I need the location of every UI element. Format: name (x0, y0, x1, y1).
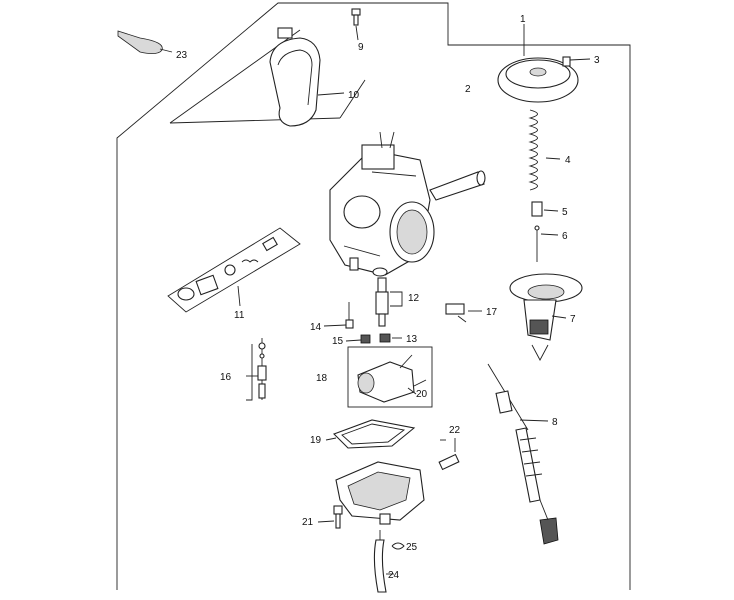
callout-11: 11 (234, 310, 245, 321)
callout-19: 19 (310, 435, 322, 446)
part-23-tag (117, 30, 173, 54)
callout-13: 13 (406, 334, 418, 345)
callout-23: 23 (176, 50, 188, 61)
part-21-screw (317, 505, 343, 529)
callout-10: 10 (348, 90, 360, 101)
part-25-hose-clip (391, 542, 405, 550)
part-16-pilot-screw-set (246, 338, 267, 401)
part-14-screw (323, 302, 354, 329)
part-15-nut (345, 334, 371, 344)
callout-24: 24 (388, 570, 400, 581)
part-1-vacuum-chamber-cover (497, 56, 591, 103)
part-17-fitting (445, 303, 482, 323)
part-19-gasket (325, 419, 416, 449)
callout-15: 15 (332, 336, 344, 347)
callout-25: 25 (406, 542, 418, 553)
callout-12: 12 (408, 293, 420, 304)
callout-16: 16 (220, 372, 232, 383)
assembly-boundary-inner (169, 117, 341, 124)
callout-2: 2 (465, 84, 471, 95)
callout-18: 18 (316, 373, 328, 384)
callout-7: 7 (570, 314, 576, 325)
callout-6: 6 (562, 231, 568, 242)
callout-4: 4 (565, 155, 571, 166)
part-7-diaphragm-piston (509, 273, 583, 361)
part-8-cable-assembly (487, 363, 559, 545)
part-22-drain-screw (438, 438, 460, 471)
assembly-boundary (116, 2, 631, 590)
part-12-jets (375, 277, 403, 327)
callout-3: 3 (594, 55, 600, 66)
callout-22: 22 (449, 425, 461, 436)
part-18-accelerator-unit (347, 346, 433, 408)
part-5-needle-holder (531, 201, 559, 217)
callout-20: 20 (416, 389, 428, 400)
part-11-choke-kit (167, 227, 301, 313)
part-4-spring (528, 109, 561, 191)
float-bowl (335, 461, 425, 525)
part-13-main-jet (379, 333, 402, 343)
callout-5: 5 (562, 207, 568, 218)
callout-14: 14 (310, 322, 322, 333)
part-9-screw (351, 8, 361, 41)
callout-21: 21 (302, 517, 314, 528)
part-10-top-cover (269, 27, 345, 127)
callout-1: 1 (520, 14, 526, 25)
callout-17: 17 (486, 307, 498, 318)
callout-8: 8 (552, 417, 558, 428)
callout-9: 9 (358, 42, 364, 53)
part-6-jet-needle (534, 225, 559, 262)
carburetor-body (329, 131, 486, 277)
part-24-drain-hose (373, 530, 394, 593)
